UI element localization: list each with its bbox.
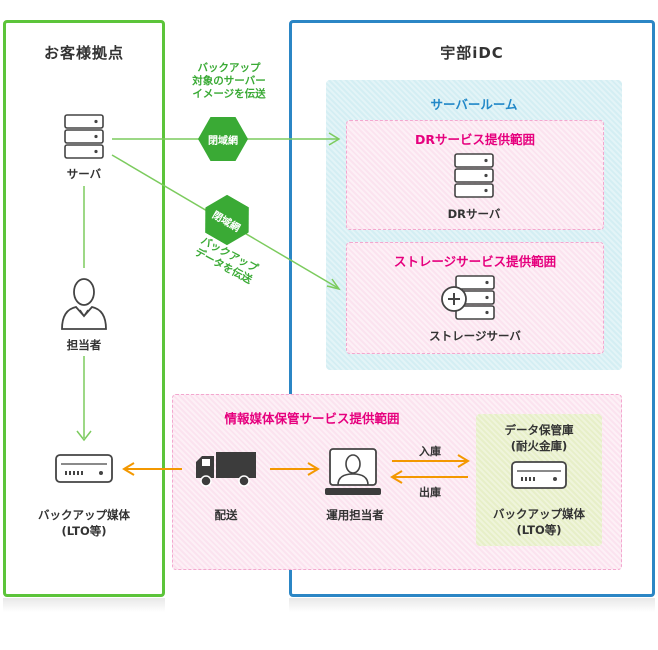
ube-idc-title: 宇部iDC [440,44,504,62]
operator-label: 運用担当者 [326,508,384,522]
image-backup-note-line3: イメージを伝送 [192,88,266,100]
closed-network-badge-2-label: 閉域網 [210,209,242,234]
server-room-title: サーバールーム [430,97,518,112]
dr-server-icon [454,153,494,198]
right-panel-shadow [289,598,655,612]
storage-server-label: ストレージサーバ [429,329,521,343]
image-backup-note-line2: 対象のサーバー [192,75,266,87]
backup-media-label-line2: (LTO等) [61,524,107,538]
person-icon [61,278,107,330]
person-label: 担当者 [66,338,102,352]
backup-media-label-line1: バックアップ媒体 [38,508,130,522]
store-out-arrowhead [390,470,403,484]
store-in-arrowhead [457,454,470,468]
customer-site-title: お客様拠点 [43,44,124,62]
person-media-arrowhead [76,430,92,442]
operator-icon [325,448,381,495]
image-backup-note-line1: バックアップ [197,62,261,74]
vault-title-line2: (耐火金庫) [510,439,568,453]
image-transfer-arrowhead [328,132,341,146]
delivery-label: 配送 [214,508,238,522]
vault-media-icon [511,461,567,489]
store-in-label: 入庫 [419,445,441,458]
dr-server-label: DRサーバ [447,207,501,221]
storage-zone-title: ストレージサービス提供範囲 [393,254,557,269]
store-out-label: 出庫 [419,486,441,499]
image-backup-note: バックアップ 対象のサーバー イメージを伝送 [174,62,284,101]
dr-zone-title: DRサービス提供範囲 [414,132,535,147]
delivery-left-arrowhead [122,462,135,476]
left-panel-shadow [3,598,165,612]
media-storage-zone-title: 情報媒体保管サービス提供範囲 [224,411,400,426]
vault-media-label-line2: (LTO等) [516,523,562,537]
server-icon [64,114,104,159]
vault-media-label-line1: バックアップ媒体 [493,507,585,521]
storage-server-icon [441,275,495,320]
truck-icon [196,452,256,487]
backup-media-icon [55,454,113,483]
server-label: サーバ [66,167,102,181]
delivery-right-arrowhead [307,462,320,476]
vault-title-line1: データ保管庫 [504,423,574,437]
data-transfer-arrowhead [326,278,341,291]
